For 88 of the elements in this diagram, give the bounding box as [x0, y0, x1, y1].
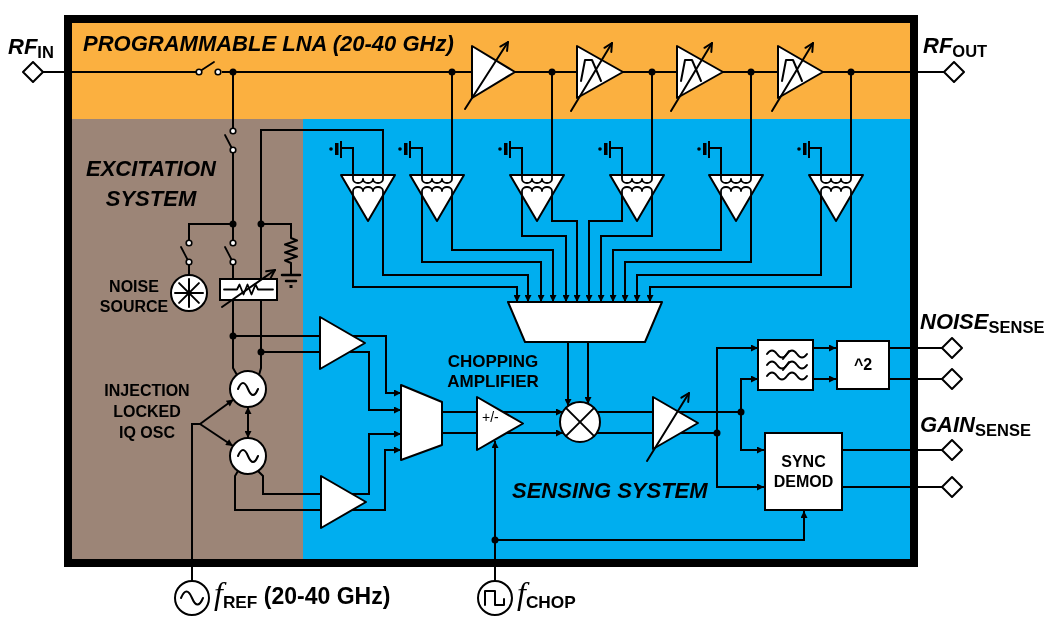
- signal-arrow: [349, 351, 402, 414]
- signal-arrow: [551, 195, 581, 303]
- amplifier-symbol: [676, 45, 724, 99]
- source-label: f$_{CHOP}$: [517, 579, 576, 610]
- source-label: f$_{REF}$ (20-40 GHz): [214, 579, 391, 610]
- signal-arrow: [597, 195, 653, 303]
- chip-outline: [64, 15, 918, 567]
- combiner-symbol: [507, 301, 663, 343]
- amplifier-symbol: [471, 45, 516, 99]
- signal-arrow: [351, 430, 402, 495]
- sensing-panel: [303, 119, 910, 559]
- port-label: RF$_{OUT}$: [923, 33, 988, 59]
- signal-arrow: [585, 195, 623, 303]
- amplifier-symbol: [777, 45, 824, 99]
- coupler-symbol: [509, 174, 565, 222]
- signal-arrow: [505, 429, 564, 437]
- mixer-symbol: [559, 401, 601, 443]
- panel-title: SENSING SYSTEM: [512, 478, 708, 504]
- coupler-symbol: [808, 174, 864, 222]
- component-label: INJECTION LOCKED IQ OSC: [104, 381, 190, 443]
- excitation-panel: [72, 119, 303, 559]
- signal-arrow: [502, 408, 564, 416]
- signal-arrow: [812, 344, 837, 352]
- signal-arrow: [244, 406, 252, 439]
- component-label: CHOPPING AMPLIFIER: [446, 352, 540, 392]
- coupler-symbol: [409, 174, 465, 222]
- signal-wire: [889, 347, 943, 349]
- amplifier-symbol: [319, 316, 366, 370]
- port-label: GAIN$_{SENSE}$: [920, 412, 1031, 438]
- filter-symbol: [757, 339, 814, 391]
- signal-wire: [441, 432, 478, 434]
- signal-arrow: [351, 446, 402, 511]
- signal-wire: [42, 71, 197, 73]
- signal-arrow: [199, 423, 234, 447]
- port-label: NOISE$_{SENSE}$: [920, 309, 1045, 335]
- signal-arrow: [521, 195, 570, 303]
- signal-arrow: [382, 195, 532, 303]
- coupler-symbol: [340, 174, 396, 222]
- signal-wire: [234, 470, 322, 511]
- terminal-diamond: [941, 368, 963, 390]
- switch-symbol: [222, 127, 238, 154]
- signal-arrow: [584, 341, 592, 405]
- signal-wire: [596, 432, 654, 434]
- block-label: ^2: [853, 355, 873, 375]
- switch-symbol: [178, 239, 194, 266]
- signal-wire: [257, 470, 322, 495]
- signal-wire: [842, 486, 943, 488]
- signal-wire: [842, 449, 943, 451]
- multiplexer-symbol: [400, 384, 443, 461]
- lna-panel: [72, 23, 910, 119]
- amplifier-symbol: [652, 396, 699, 450]
- signal-arrow: [421, 195, 545, 303]
- signal-arrow: [199, 398, 235, 425]
- signal-wire: [441, 411, 478, 413]
- component-label: NOISE SOURCE: [98, 277, 170, 317]
- signal-arrow: [646, 195, 852, 303]
- oscillator-symbol: [229, 370, 267, 408]
- switch-symbol: [222, 239, 238, 266]
- amplifier-label: +/-: [482, 409, 499, 425]
- signal-arrow: [609, 195, 722, 303]
- amplifier-symbol: [320, 475, 367, 529]
- signal-arrow: [352, 335, 402, 397]
- port-label: RF$_{IN}$: [8, 34, 54, 60]
- oscillator-symbol: [229, 437, 267, 475]
- signal-wire: [232, 264, 234, 280]
- signal-arrow: [451, 195, 557, 303]
- signal-wire: [188, 264, 190, 276]
- demodulator-block: [764, 432, 843, 511]
- signal-wire: [191, 423, 201, 581]
- signal-arrow: [633, 195, 822, 303]
- signal-arrow: [564, 341, 572, 407]
- terminal-diamond: [941, 476, 963, 498]
- signal-arrow: [352, 195, 521, 303]
- amplifier-symbol: [576, 45, 624, 99]
- coupler-symbol: [609, 174, 665, 222]
- resistor-symbol: [281, 233, 301, 291]
- panel-title: PROGRAMMABLE LNA (20-40 GHz): [83, 31, 454, 57]
- noise-source-symbol: [170, 274, 208, 312]
- block-label: SYNC DEMOD: [772, 451, 835, 492]
- signal-wire: [889, 378, 943, 380]
- attenuator-symbol: [219, 278, 278, 301]
- signal-wire: [596, 411, 654, 413]
- coupler-symbol: [708, 174, 764, 222]
- signal-arrow: [812, 375, 837, 383]
- panel-title: EXCITATION SYSTEM: [85, 155, 218, 213]
- switch-symbol: [195, 59, 223, 77]
- squarer-block: [836, 340, 890, 390]
- signal-arrow: [621, 195, 752, 303]
